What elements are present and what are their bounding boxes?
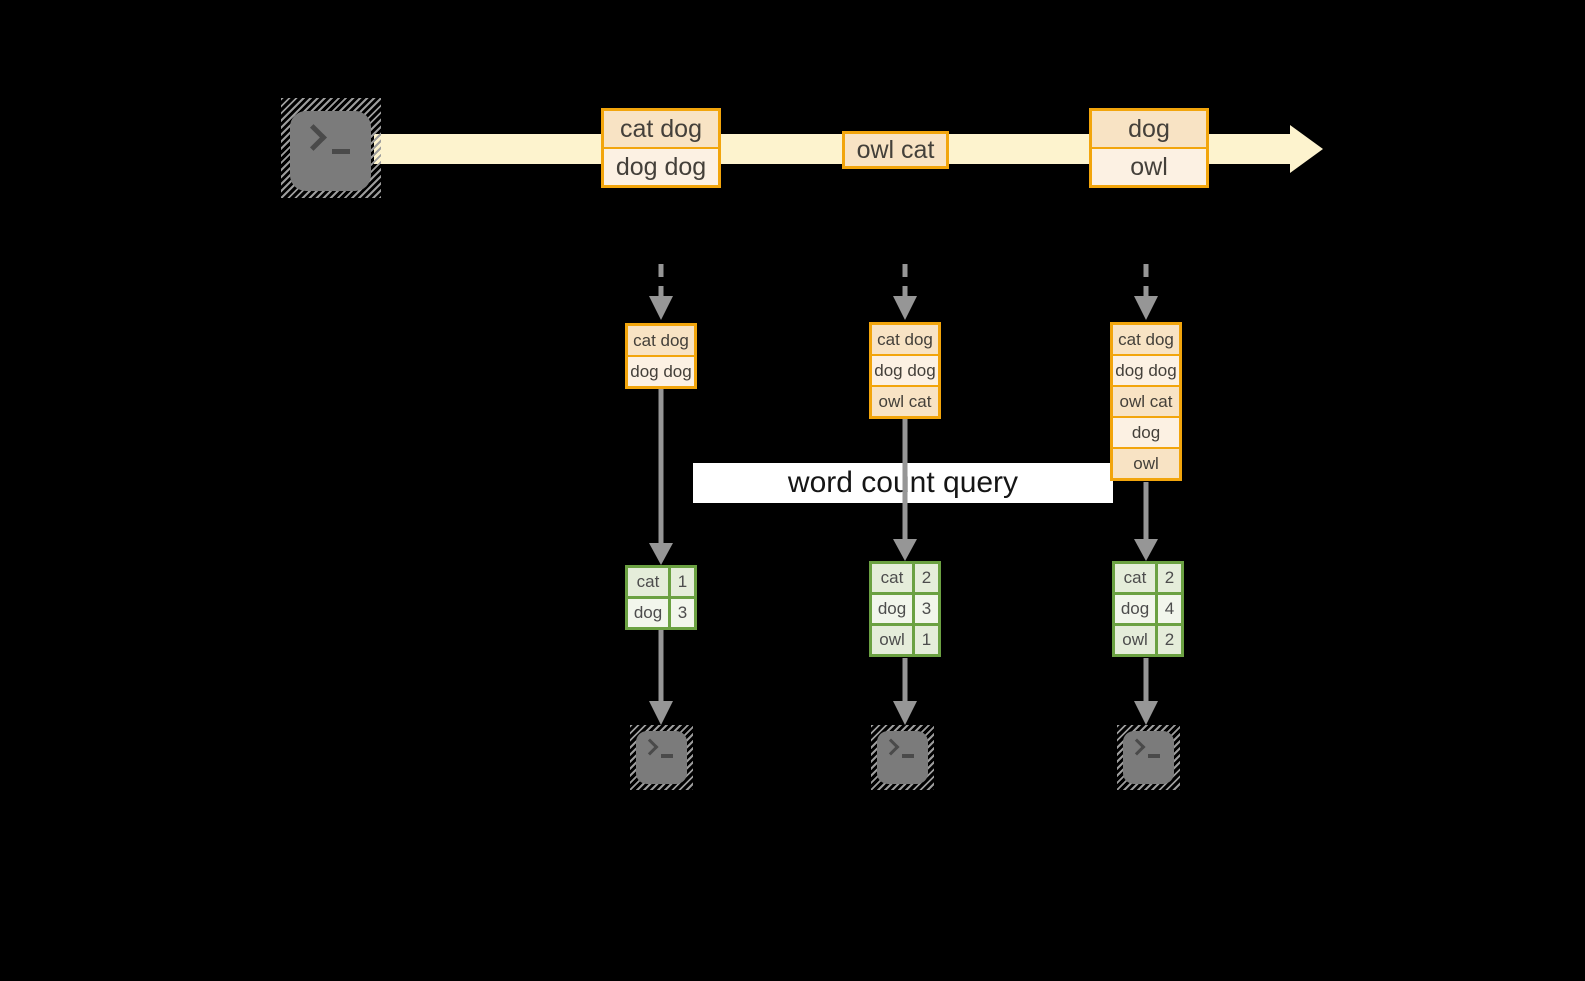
arrow-head [893,296,917,320]
prompt-underscore-icon [902,754,914,758]
stream-event-box-3: dog owl [1089,108,1209,188]
prompt-underscore-icon [332,149,350,154]
state-row: dog [1113,418,1179,447]
arrow-head [1134,701,1158,725]
state-row: owl [1113,449,1179,478]
terminal-screen [290,111,371,191]
stream-event: dog [1092,111,1206,147]
state-row: dog dog [872,356,938,385]
count-table-1: cat 1 dog 3 [625,565,697,630]
terminal-sink-icon-3 [1117,725,1180,790]
prompt-chevron-icon [641,738,659,756]
terminal-screen [1123,731,1174,784]
count-cell: 1 [671,568,694,596]
count-table-2: cat 2 dog 3 owl 1 [869,561,941,657]
count-cell: 1 [915,626,938,654]
count-cell: 2 [1158,564,1181,592]
arrow-head [649,701,673,725]
count-cell: 2 [1158,626,1181,654]
state-box-1: cat dog dog dog [625,323,697,389]
connector-table-to-sink-2 [893,658,917,725]
arrow-head [649,296,673,320]
terminal-source-icon [281,98,381,198]
word-cell: dog [872,595,912,623]
connector-state-to-table-2 [893,417,917,561]
prompt-chevron-icon [882,738,900,756]
count-cell: 4 [1158,595,1181,623]
state-row: owl cat [1113,387,1179,416]
prompt-chevron-icon [1128,738,1146,756]
count-cell: 2 [915,564,938,592]
stream-event: owl [1092,149,1206,185]
arrow-head [649,543,673,565]
word-cell: owl [872,626,912,654]
dashed-arrow-1 [649,264,673,320]
arrow-head [1134,296,1158,320]
terminal-sink-icon-2 [871,725,934,790]
state-box-2: cat dog dog dog owl cat [869,322,941,419]
stream-event-box-2: owl cat [842,131,949,169]
word-cell: dog [1115,595,1155,623]
connector-state-to-table-3 [1134,482,1158,561]
word-cell: dog [628,599,668,627]
state-row: cat dog [1113,325,1179,354]
state-row: cat dog [872,325,938,354]
state-row: dog dog [628,357,694,386]
dashed-arrow-3 [1134,264,1158,320]
stream-event-box-1: cat dog dog dog [601,108,721,188]
terminal-screen [877,731,928,784]
word-cell: cat [1115,564,1155,592]
arrow-head [893,701,917,725]
prompt-chevron-icon [300,124,327,151]
terminal-sink-icon-1 [630,725,693,790]
stream-band-arrowhead [1290,125,1323,173]
terminal-screen [636,731,687,784]
state-row: dog dog [1113,356,1179,385]
word-cell: owl [1115,626,1155,654]
prompt-underscore-icon [1148,754,1160,758]
word-cell: cat [872,564,912,592]
count-cell: 3 [671,599,694,627]
state-row: cat dog [628,326,694,355]
stream-event: dog dog [604,149,718,185]
state-row: owl cat [872,387,938,416]
connector-state-to-table-1 [649,387,673,565]
prompt-underscore-icon [661,754,673,758]
connector-table-to-sink-1 [649,628,673,725]
arrow-head [1134,539,1158,561]
arrow-head [893,539,917,561]
count-cell: 3 [915,595,938,623]
word-cell: cat [628,568,668,596]
count-table-3: cat 2 dog 4 owl 2 [1112,561,1184,657]
dashed-arrow-2 [893,264,917,320]
stream-event: cat dog [604,111,718,147]
connector-table-to-sink-3 [1134,658,1158,725]
stream-event: owl cat [845,134,946,166]
state-box-3: cat dog dog dog owl cat dog owl [1110,322,1182,481]
